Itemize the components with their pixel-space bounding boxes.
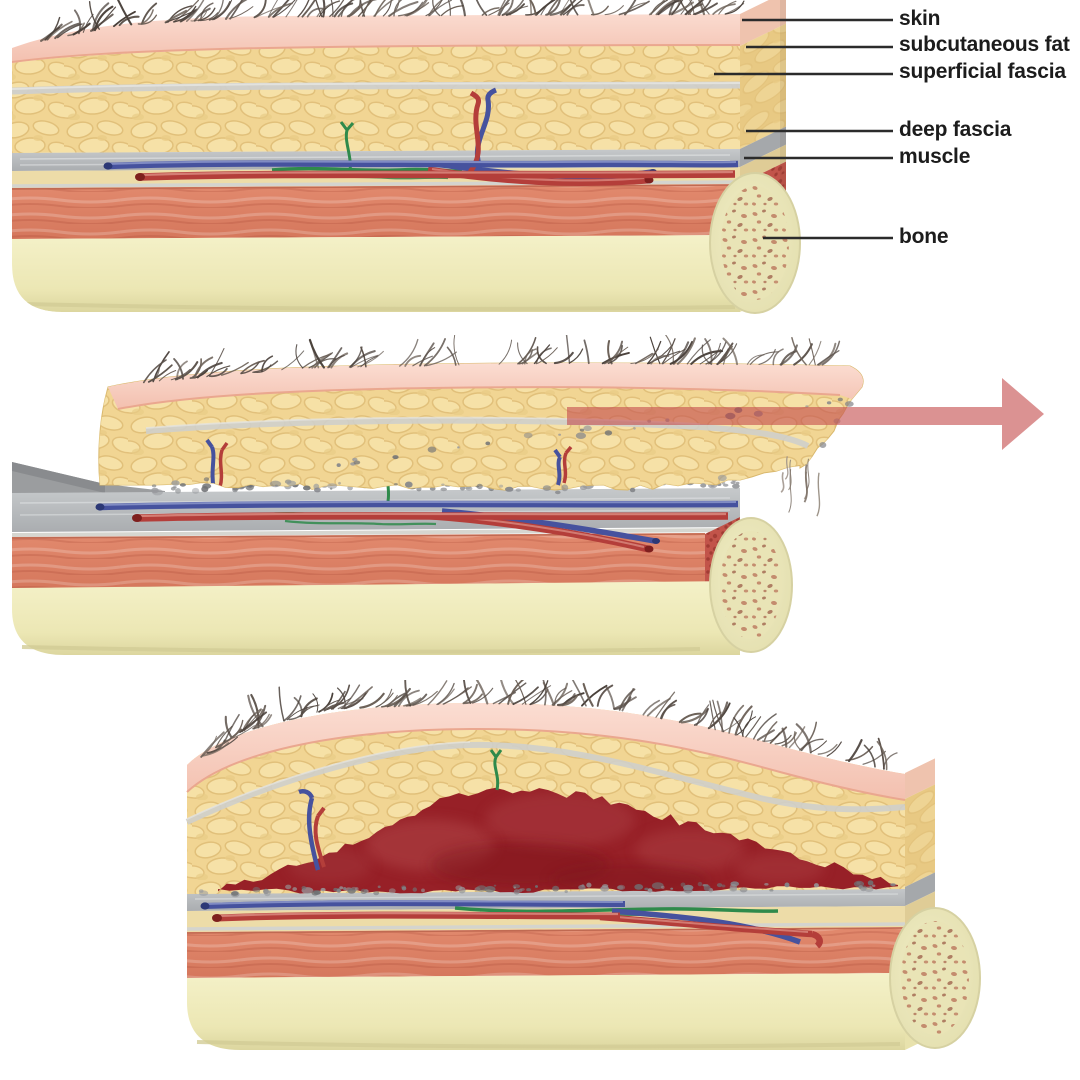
bone-cross-section	[709, 172, 801, 314]
base-block	[186, 887, 906, 1050]
bone-cross-section	[889, 907, 981, 1049]
hair-group	[200, 680, 898, 771]
leader-lines	[714, 18, 893, 240]
avulsed-flap	[98, 362, 864, 517]
artery-descending	[599, 913, 823, 949]
artery-horizontal	[216, 911, 621, 922]
small-artery	[313, 806, 326, 868]
panel-2-flap-avulsion	[11, 335, 1044, 655]
bone-layer	[12, 581, 740, 655]
spongy-bone-texture	[721, 186, 789, 300]
bone-layer	[12, 235, 740, 312]
torn-edge-debris	[151, 397, 854, 495]
hematoma-mottling	[288, 792, 825, 894]
artery-horizontal	[139, 170, 736, 181]
base-block	[11, 488, 741, 655]
vein-horizontal	[107, 160, 739, 170]
label-muscle: muscle	[899, 145, 971, 168]
small-vein	[298, 789, 321, 871]
fat-texture	[12, 46, 740, 153]
label-bone: bone	[899, 225, 949, 248]
panel-1-intact-tissue-layers	[12, 0, 893, 314]
shear-direction-arrow	[567, 378, 1044, 450]
label-subcutaneous-fat: subcutaneous fat	[899, 33, 1070, 56]
superficial-fascia-line	[12, 81, 740, 95]
torn-tissue-debris	[198, 880, 896, 898]
fibrous-strands	[780, 456, 821, 517]
artery-horizontal	[136, 512, 729, 522]
superficial-fascia-line	[185, 741, 906, 825]
vein-horizontal	[99, 500, 739, 511]
vein-horizontal	[204, 900, 626, 909]
hair-group	[40, 0, 745, 42]
skin-layer	[187, 702, 905, 800]
nerve-branch	[339, 121, 355, 173]
small-artery	[218, 441, 229, 488]
panel-3-hematoma-collection	[185, 680, 981, 1050]
artery-ascending	[467, 90, 481, 174]
nerve-green	[454, 906, 779, 913]
label-superficial-fascia: superficial fascia	[899, 60, 1066, 83]
bone-layer	[187, 973, 905, 1050]
blood-vessels-and-nerves	[103, 87, 739, 187]
hair-group	[142, 335, 841, 384]
blood-vessels-and-nerves	[200, 900, 823, 949]
label-skin: skin	[899, 7, 941, 30]
blood-vessels-and-nerves	[95, 468, 739, 553]
bulging-soft-tissue-dome	[185, 702, 906, 895]
bone-cross-section	[709, 517, 793, 653]
skin-layer	[108, 362, 864, 409]
nerve-branch	[489, 749, 503, 791]
label-deep-fascia: deep fascia	[899, 118, 1012, 141]
muscle-fiber-texture	[12, 184, 740, 239]
skin-fat-boundary	[12, 44, 740, 63]
